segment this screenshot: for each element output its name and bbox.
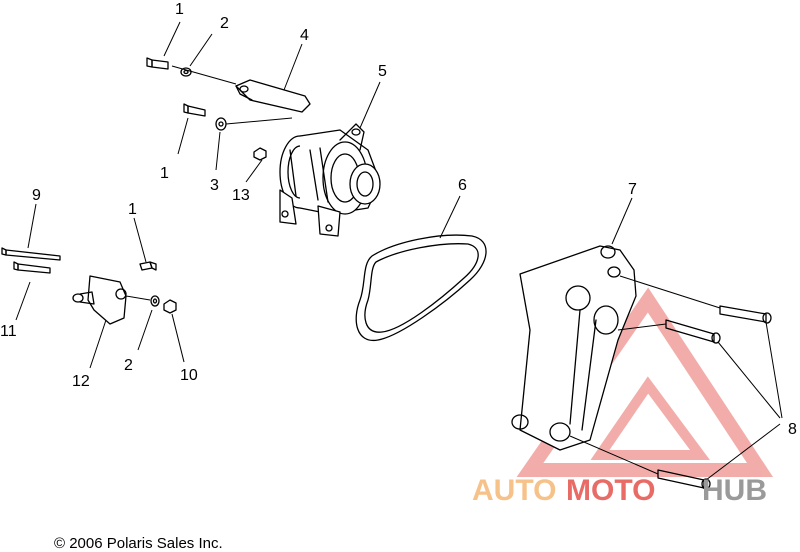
callout-1-top: 1	[175, 1, 184, 18]
bolt-part-9	[1, 247, 61, 261]
watermark-hub: HUB	[702, 474, 767, 507]
tensioner-part-12	[72, 275, 151, 325]
belt-part-6	[355, 234, 487, 341]
callout-leaders	[15, 21, 783, 481]
watermark-text: AUTO MOTO HUB	[472, 474, 767, 507]
callout-5: 5	[378, 63, 387, 80]
watermark-auto: AUTO	[472, 474, 556, 507]
callout-8: 8	[788, 421, 797, 438]
bolt-part-1-left	[139, 261, 157, 271]
washer-part-3	[215, 117, 293, 131]
nut-part-13	[253, 147, 267, 161]
copyright-notice: © 2006 Polaris Sales Inc.	[54, 535, 223, 552]
callout-9: 9	[32, 187, 41, 204]
callout-10: 10	[180, 367, 198, 384]
washer-part-2-top	[180, 67, 192, 77]
callout-11: 11	[0, 323, 17, 340]
bolt-part-1-middle	[183, 103, 206, 117]
watermark-moto: MOTO	[566, 474, 655, 507]
callout-3: 3	[210, 177, 219, 194]
callout-12: 12	[72, 373, 90, 390]
bolt-part-11	[13, 261, 51, 274]
mounting-bracket-part-7	[511, 245, 637, 451]
callout-7: 7	[628, 181, 637, 198]
callout-13: 13	[232, 187, 250, 204]
callout-4: 4	[300, 27, 309, 44]
washer-part-2-left	[150, 295, 160, 307]
callout-6: 6	[458, 177, 467, 194]
bracket-part-4	[235, 79, 311, 113]
alternator-part-5	[279, 123, 381, 237]
callout-1-middle: 1	[160, 165, 169, 182]
callout-2-left: 2	[124, 357, 133, 374]
callout-1-left: 1	[128, 201, 137, 218]
callout-2-top: 2	[220, 15, 229, 32]
bolts-part-8	[569, 275, 772, 490]
callout-labels: 1 2 4 5 1 3 13 6 9 1 7 11 2 12 10 8	[0, 1, 797, 438]
nut-part-10	[163, 299, 177, 314]
